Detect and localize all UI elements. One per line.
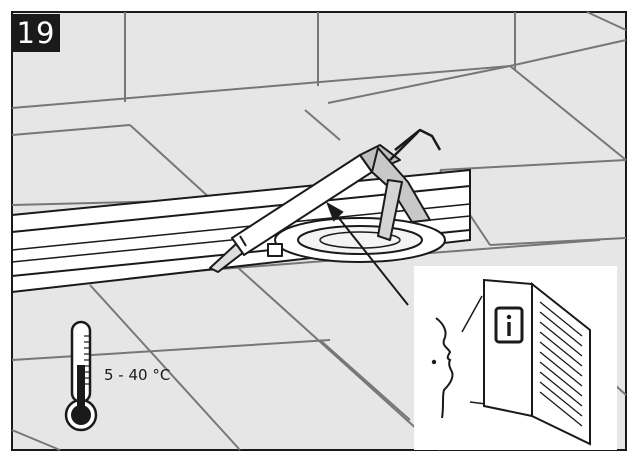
thermometer-icon	[64, 320, 98, 432]
pointer-arrow	[326, 201, 409, 306]
info-icon	[494, 306, 524, 344]
temperature-range-label: 5 - 40 °C	[104, 366, 171, 384]
wall-tiles	[11, 11, 627, 161]
read-instructions-icon	[431, 278, 591, 446]
step-number-badge: 19	[12, 14, 60, 52]
caulking-gun-icon	[209, 128, 442, 273]
text-lines	[539, 301, 583, 427]
read-instructions-panel	[414, 266, 617, 450]
